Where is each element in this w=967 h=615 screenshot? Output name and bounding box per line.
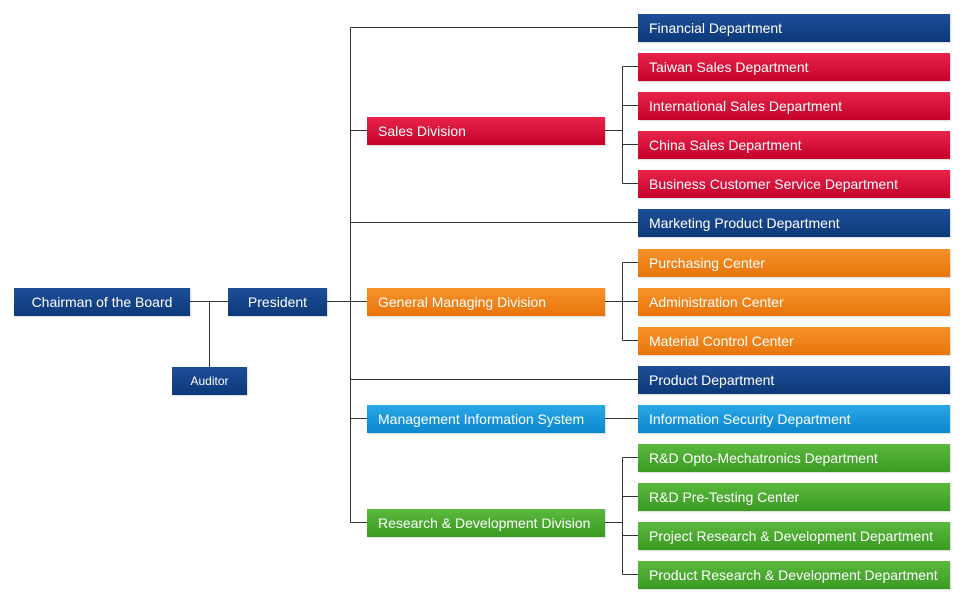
marketing-product-department-box: Marketing Product Department [638,209,950,237]
mis-division-box: Management Information System [367,405,605,433]
rd-pre-testing-center-box: R&D Pre-Testing Center [638,483,950,511]
taiwan-sales-department-box: Taiwan Sales Department [638,53,950,81]
sales-division-box: Sales Division [367,117,605,145]
business-customer-service-department-box: Business Customer Service Department [638,170,950,198]
chairman-box: Chairman of the Board [14,288,190,316]
purchasing-center-box: Purchasing Center [638,249,950,277]
project-rd-department-box: Project Research & Development Departmen… [638,522,950,550]
china-sales-department-box: China Sales Department [638,131,950,159]
information-security-department-box: Information Security Department [638,405,950,433]
material-control-center-box: Material Control Center [638,327,950,355]
rnd-division-box: Research & Development Division [367,509,605,537]
product-rd-department-box: Product Research & Development Departmen… [638,561,950,589]
administration-center-box: Administration Center [638,288,950,316]
auditor-box: Auditor [172,367,247,395]
president-box: President [228,288,327,316]
product-department-box: Product Department [638,366,950,394]
international-sales-department-box: International Sales Department [638,92,950,120]
general-managing-division-box: General Managing Division [367,288,605,316]
financial-department-box: Financial Department [638,14,950,42]
rd-opto-mechatronics-department-box: R&D Opto-Mechatronics Department [638,444,950,472]
